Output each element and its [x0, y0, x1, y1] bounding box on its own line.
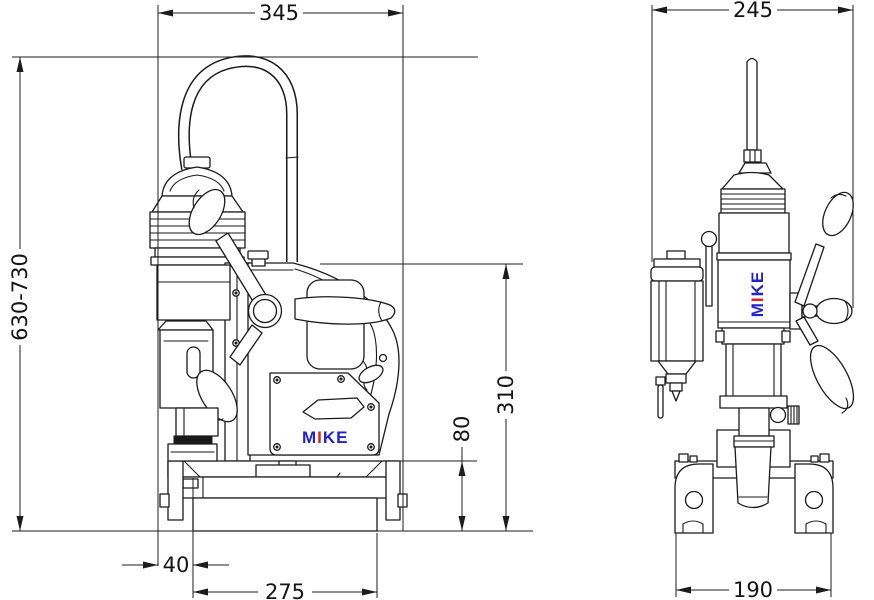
magnet-slab	[192, 497, 378, 532]
dim-front-body-height: 310	[494, 264, 518, 531]
panel-cutout	[302, 397, 365, 420]
handle-grip-upper	[188, 188, 226, 236]
valve-body	[665, 373, 687, 384]
switch-pin	[378, 353, 388, 363]
magnetic-base	[159, 460, 408, 532]
side-motor	[716, 171, 792, 261]
side-chuck	[734, 446, 772, 509]
valve-lever	[657, 384, 664, 419]
dim-label-245: 245	[733, 0, 773, 22]
handwheel	[789, 191, 855, 414]
front-view: MIKE	[149, 55, 408, 532]
wheel-hub-boss	[802, 303, 818, 319]
front-panel: MIKE	[269, 372, 380, 456]
spindle-assembly	[167, 407, 219, 462]
depth-rod	[738, 57, 772, 174]
side-tab-right	[385, 460, 401, 521]
wheel-grip-lower	[809, 344, 855, 410]
side-column	[715, 327, 800, 509]
dim-front-base-offset: 40	[122, 553, 229, 577]
brand-logo-front: MIKE	[302, 428, 349, 447]
dim-front-width: 345	[158, 1, 403, 25]
carry-handle-loop	[177, 55, 299, 262]
side-tab-left	[167, 460, 184, 521]
handle-grip-lower	[196, 369, 238, 423]
feed-handle	[188, 188, 396, 423]
knob-ball	[769, 406, 787, 424]
ball-lever	[700, 230, 718, 307]
dim-front-height-range: 630-730	[8, 57, 32, 531]
handle-grip-right	[294, 296, 396, 325]
dimension-annotations: 345 630-730 310 80	[8, 0, 854, 600]
clamp-block	[255, 464, 311, 478]
dim-label-275: 275	[265, 580, 305, 600]
brand-logo-side: MIKE	[748, 271, 767, 318]
wheel-grip-upper	[822, 191, 854, 237]
dim-label-80: 80	[450, 416, 474, 443]
dim-label-310: 310	[494, 375, 518, 415]
wheel-grip-middle	[815, 297, 853, 325]
coolant-tank	[650, 250, 704, 419]
top-knob	[247, 250, 269, 260]
dim-front-base-width: 275	[193, 580, 377, 600]
switch-lever	[358, 364, 384, 384]
dim-label-40: 40	[163, 553, 190, 577]
dim-label-190: 190	[733, 578, 773, 600]
dim-side-width: 245	[652, 0, 853, 22]
side-housing: MIKE	[717, 259, 791, 329]
side-view: MIKE	[650, 57, 855, 534]
side-base	[674, 453, 834, 534]
valve-nozzle	[671, 390, 681, 402]
panel-screws	[273, 375, 375, 451]
dim-front-base-height: 80	[450, 416, 474, 531]
dim-side-base-width: 190	[676, 578, 831, 600]
dim-label-630-730: 630-730	[8, 253, 32, 341]
spindle-flange	[173, 435, 213, 445]
dim-label-345: 345	[259, 1, 299, 25]
bolt-left	[159, 493, 170, 508]
